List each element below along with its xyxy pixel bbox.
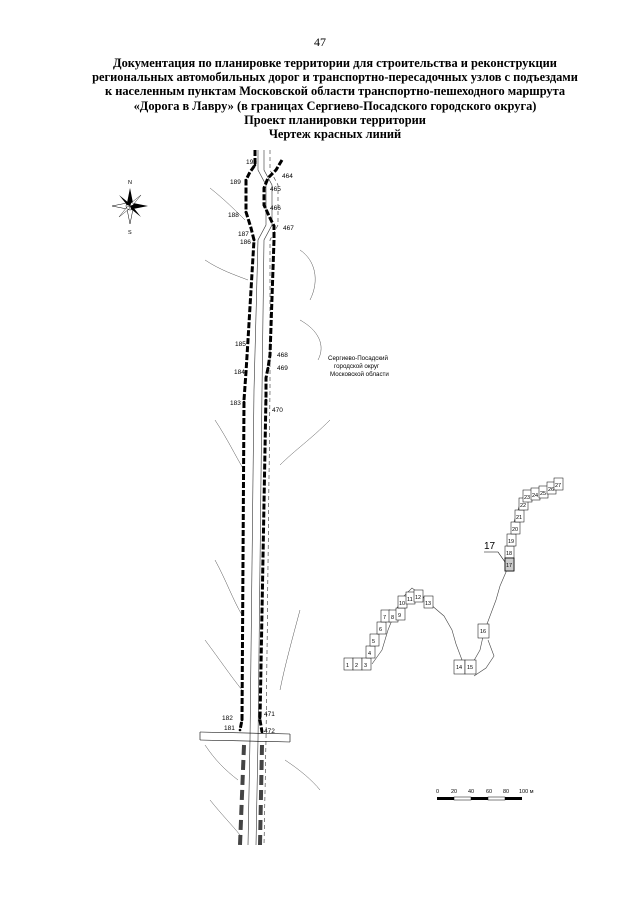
point-label: 468 — [277, 352, 288, 359]
svg-text:0: 0 — [436, 789, 439, 795]
title-line: Проект планировки территории — [244, 112, 426, 127]
sheet-index-labels: 1 2 3 4 5 6 7 8 9 10 11 12 13 14 15 16 1… — [346, 483, 561, 671]
region-label: Сергиево-Посадский городской округ Моско… — [328, 355, 389, 378]
svg-text:22: 22 — [520, 503, 526, 509]
svg-text:25: 25 — [540, 491, 546, 497]
svg-text:60: 60 — [486, 789, 492, 795]
svg-text:17: 17 — [506, 563, 512, 569]
svg-text:14: 14 — [456, 665, 462, 671]
svg-text:6: 6 — [379, 627, 382, 633]
svg-text:1: 1 — [346, 663, 349, 669]
svg-text:21: 21 — [516, 515, 522, 521]
svg-text:15: 15 — [467, 665, 473, 671]
point-label: 181 — [224, 725, 235, 732]
crossing-band — [199, 731, 291, 743]
left-point-labels: 190 189 188 187 186 185 184 183 182 181 — [222, 159, 257, 732]
point-label: 188 — [228, 212, 239, 219]
road-continuation — [238, 744, 264, 846]
svg-text:26: 26 — [548, 487, 554, 493]
svg-text:3: 3 — [364, 663, 367, 669]
document-title: Документация по планировке территории дл… — [60, 56, 610, 141]
point-label: 184 — [234, 369, 245, 376]
svg-text:4: 4 — [368, 651, 371, 657]
point-label: 185 — [235, 341, 246, 348]
title-line: к населенным пунктам Московской области … — [104, 84, 566, 99]
title-line: Документация по планировке территории дл… — [113, 56, 557, 70]
point-label: 467 — [283, 225, 294, 232]
point-label: 187 — [238, 231, 249, 238]
svg-text:12: 12 — [415, 595, 421, 601]
svg-text:16: 16 — [480, 629, 486, 635]
point-label: 465 — [270, 186, 281, 193]
svg-text:Московской области: Московской области — [330, 371, 389, 378]
boundary-point-markers — [238, 163, 278, 734]
point-label: 466 — [270, 205, 281, 212]
compass-north-label: N — [128, 180, 132, 186]
svg-text:18: 18 — [506, 551, 512, 557]
point-label: 186 — [240, 239, 251, 246]
svg-text:80: 80 — [503, 789, 509, 795]
contour-lines — [204, 187, 331, 836]
svg-text:20: 20 — [512, 527, 518, 533]
compass-south-label: S — [128, 230, 132, 236]
svg-text:20: 20 — [451, 789, 457, 795]
svg-text:10: 10 — [399, 601, 405, 607]
svg-text:8: 8 — [391, 615, 394, 621]
right-point-labels: 464 465 466 467 468 469 470 471 472 — [264, 173, 294, 735]
svg-text:24: 24 — [532, 493, 538, 499]
title-line: региональных автомобильных дорог и транс… — [92, 70, 578, 85]
sheet-index-route — [371, 483, 559, 677]
svg-text:2: 2 — [355, 663, 358, 669]
red-line-left — [238, 150, 257, 731]
svg-text:100 м: 100 м — [519, 789, 534, 795]
title-line: Чертеж красных линий — [268, 127, 402, 142]
point-label: 469 — [277, 365, 288, 372]
svg-text:9: 9 — [398, 613, 401, 619]
compass-rose-icon: N S — [111, 180, 148, 236]
point-label: 189 — [230, 179, 241, 186]
svg-text:27: 27 — [555, 483, 561, 489]
scale-bar: 0 20 40 60 80 100 м — [436, 789, 534, 801]
title-line: «Дорога в Лавру» (в границах Сергиево-По… — [133, 98, 537, 113]
point-label: 190 — [246, 159, 257, 166]
svg-text:23: 23 — [524, 495, 530, 501]
current-sheet-callout: 17 — [484, 541, 506, 563]
svg-text:13: 13 — [425, 601, 431, 607]
svg-text:городской округ: городской округ — [334, 363, 380, 370]
svg-text:11: 11 — [407, 597, 413, 603]
point-label: 471 — [264, 711, 275, 718]
current-sheet-highlight — [504, 557, 515, 572]
point-label: 183 — [230, 400, 241, 407]
red-line-right — [258, 159, 284, 733]
svg-text:Сергиево-Посадский: Сергиево-Посадский — [328, 355, 389, 362]
point-label: 182 — [222, 715, 233, 722]
svg-text:5: 5 — [372, 639, 375, 645]
point-label: 464 — [282, 173, 293, 180]
svg-text:19: 19 — [508, 539, 514, 545]
svg-text:7: 7 — [383, 615, 386, 621]
svg-text:40: 40 — [468, 789, 474, 795]
point-label: 472 — [264, 728, 275, 735]
sheet-index-grid — [343, 477, 564, 675]
point-label: 470 — [272, 407, 283, 414]
page-number: 47 — [314, 35, 326, 49]
svg-text:17: 17 — [484, 541, 496, 552]
